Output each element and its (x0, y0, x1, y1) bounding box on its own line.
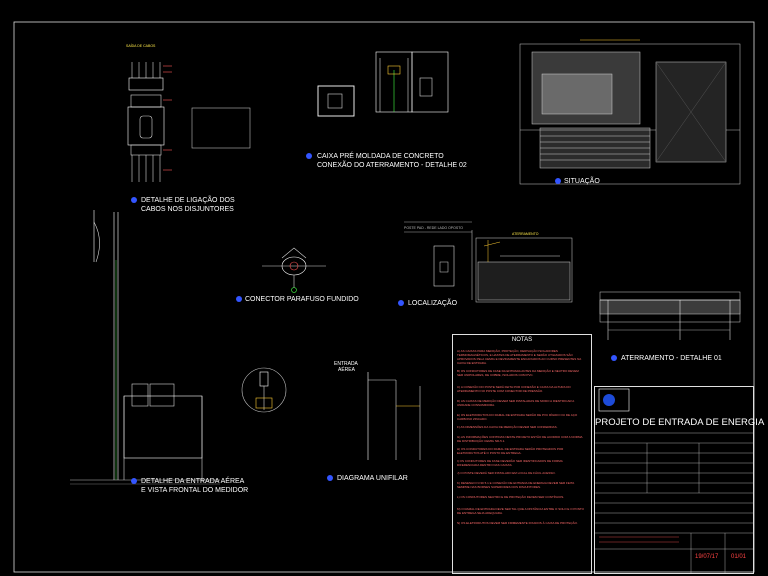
note-item: K) DESENHO N ND 5.1 E CONEXÃO DE ENTRADA… (457, 481, 575, 489)
aerial-entry-title-1: DETALHE DA ENTRADA AÉREA (141, 478, 245, 485)
entrada-label-2: AÉREA (338, 367, 355, 373)
poste-label: POSTE PAD - REDE LADO OPOSTO (404, 226, 463, 230)
grounding-detail-drawing (599, 291, 741, 340)
aerial-entry-title-2: E VISTA FRONTAL DO MEDIDOR (141, 487, 249, 494)
connector-bullet (236, 296, 242, 302)
situation-site-plan (519, 39, 741, 185)
title-block: PROJETO DE ENTRADA DE ENERGIA 19/07/17 0… (594, 386, 764, 574)
breaker-annotations: SAÍDA DE CABOS (126, 44, 156, 48)
aerial-entry-bullet (131, 478, 137, 484)
concrete-box-title-2: CONEXÃO DO ATERRAMENTO - DETALHE 02 (317, 162, 467, 169)
note-item: F) AS DIMENSÕES DA CAIXA DE MEDIÇÃO DEVE… (457, 425, 558, 429)
note-item: L) OS CONDUTORES NEUTRO E DE PROTEÇÃO DE… (457, 495, 565, 499)
notes-box: NOTAS A) AS CAIXAS PARA MEDIÇÃO, PROTEÇÃ… (452, 334, 592, 574)
note-item: A) AS CAIXAS PARA MEDIÇÃO, PROTEÇÃO, DER… (457, 349, 582, 365)
concrete-box-bullet (306, 153, 312, 159)
breaker-detail-drawing (127, 62, 251, 182)
location-drawing (404, 221, 573, 303)
connector-drawing (262, 247, 326, 293)
title-block-grid (595, 388, 753, 573)
grounding-bullet (611, 355, 617, 361)
aerial-entry-drawing (70, 210, 220, 485)
situation-bullet (555, 178, 561, 184)
situation-title: SITUAÇÃO (564, 178, 600, 185)
location-bullet (398, 300, 404, 306)
breaker-detail-title-2: CABOS NOS DISJUNTORES (141, 206, 234, 213)
connector-title: CONECTOR PARAFUSO FUNDIDO (245, 296, 359, 303)
notes-title: NOTAS (511, 337, 533, 343)
project-date: 19/07/17 (695, 554, 719, 560)
breaker-detail-title-1: DETALHE DE LIGAÇÃO DOS (141, 197, 235, 204)
breaker-detail-bullet (131, 197, 137, 203)
note-item: D) AS CAIXAS DE MEDIÇÃO DEVEM SER INSTAL… (457, 399, 575, 407)
entrada-label-1: ENTRADA (334, 361, 358, 367)
sheet-number: 01/01 (731, 554, 747, 560)
project-title: PROJETO DE ENTRADA DE ENERGIA (595, 417, 765, 428)
note-item: M) O RAMAL DE ENTRADA DEVE SER TAL QUE A… (457, 507, 584, 515)
concrete-box-title-1: CAIXA PRÉ MOLDADA DE CONCRETO (317, 153, 444, 160)
note-item: I) OS CONDUTORES DE FASE DEVERÃO SER IDE… (457, 459, 563, 467)
note-item: B) OS CONDUTORES DE FASE DA ENTRADA ANTE… (457, 369, 579, 377)
note-item: G) AS INFORMAÇÕES CONTIDAS NESTE PROJETO… (457, 435, 583, 443)
unifilar-title: DIAGRAMA UNIFILAR (337, 475, 408, 482)
note-item: C) A CONEXÃO DO POSTE SERÁ FEITA POR CON… (457, 385, 571, 393)
aterramento-label: ATERRAMENTO (512, 232, 539, 236)
note-item: J) O POSTE DEVERÁ SER INSTALADO EM LOCAL… (457, 471, 556, 475)
unifilar-drawing (241, 367, 421, 460)
concrete-box-drawing (317, 51, 449, 117)
grounding-title: ATERRAMENTO - DETALHE 01 (621, 355, 722, 362)
unifilar-bullet (327, 475, 333, 481)
note-item: E) OS ELETRODUTOS DO RAMAL DE ENTRADA SE… (457, 413, 578, 421)
location-title: LOCALIZAÇÃO (408, 300, 458, 307)
note-item: H) OS CONDUTORES DO RAMAL DE ENTRADA SER… (457, 447, 564, 455)
note-item: N) OS ELETRODUTOS DEVEM SER FIRMEMENTE F… (457, 521, 578, 525)
